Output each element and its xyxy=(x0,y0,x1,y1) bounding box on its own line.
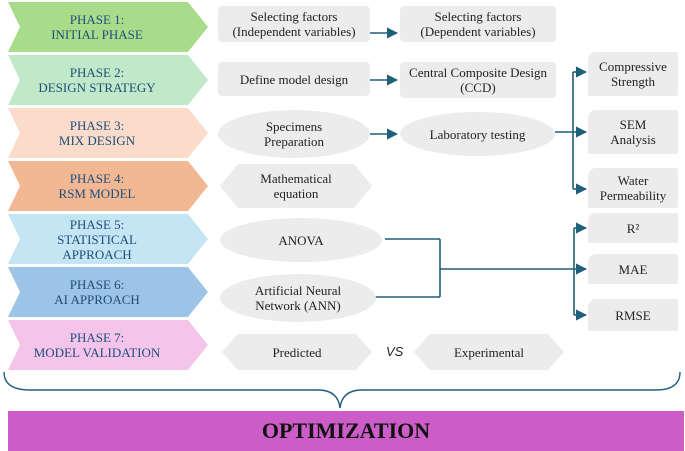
phase-title: RSM MODEL xyxy=(58,186,136,201)
hexagon-shape xyxy=(414,334,564,370)
phase-4-label: PHASE 4: RSM MODEL xyxy=(8,161,186,211)
phase-title: STATISTICAL xyxy=(57,231,137,247)
chevron-shape xyxy=(8,320,208,370)
hexagon-shape xyxy=(222,334,372,370)
selecting-independent-box: Selecting factors(Independent variables) xyxy=(218,6,370,42)
versus-label: VS xyxy=(386,344,404,359)
anova-ellipse: ANOVA xyxy=(220,218,382,262)
phase-5-chevron: PHASE 5: STATISTICAL APPROACH xyxy=(8,214,208,264)
phase-number: PHASE 3: xyxy=(69,118,125,133)
phase-7-chevron: PHASE 7: MODEL VALIDATION xyxy=(8,320,208,370)
laboratory-testing-ellipse: Laboratory testing xyxy=(400,112,555,156)
phase-number: PHASE 2: xyxy=(69,65,125,80)
phase-2-chevron: PHASE 2: DESIGN STRATEGY xyxy=(8,55,208,105)
phase-number: PHASE 1: xyxy=(69,12,125,27)
chevron-shape xyxy=(8,108,208,158)
ccd-box: Central Composite Design(CCD) xyxy=(400,62,556,98)
rmse-box: RMSE xyxy=(588,299,678,331)
phase-number: PHASE 7: xyxy=(69,330,125,345)
phase-6-label: PHASE 6: AI APPROACH xyxy=(8,267,186,317)
phase-number: PHASE 4: xyxy=(69,171,125,186)
phase-1-label: PHASE 1: INITIAL PHASE xyxy=(8,2,186,52)
define-model-box: Define model design xyxy=(218,62,370,96)
mae-box: MAE xyxy=(588,254,678,284)
r2-box: R² xyxy=(588,213,678,243)
phase-1-chevron: PHASE 1: INITIAL PHASE xyxy=(8,2,208,52)
optimization-label: OPTIMIZATION xyxy=(261,418,431,443)
phase-3-chevron: PHASE 3: MIX DESIGN xyxy=(8,108,208,158)
chevron-shape xyxy=(8,161,208,211)
predicted-hexagon: Predicted xyxy=(222,334,372,370)
chevron-shape xyxy=(8,55,208,105)
phase-7-label: PHASE 7: MODEL VALIDATION xyxy=(8,320,186,370)
optimization-curly-brace xyxy=(3,371,681,409)
chevron-shape xyxy=(8,267,208,317)
phase-title: MIX DESIGN xyxy=(58,133,136,148)
selecting-dependent-box: Selecting factors(Dependent variables) xyxy=(400,6,556,42)
chevron-shape xyxy=(8,214,208,264)
phase-6-chevron: PHASE 6: AI APPROACH xyxy=(8,267,208,317)
optimization-bar: OPTIMIZATION xyxy=(8,411,684,451)
phase-title: INITIAL PHASE xyxy=(51,27,143,42)
experimental-hexagon: Experimental xyxy=(414,334,564,370)
hexagon-shape xyxy=(220,164,372,208)
phase-title: DESIGN STRATEGY xyxy=(38,80,156,95)
phase-title: AI APPROACH xyxy=(54,292,140,307)
phase-4-chevron: PHASE 4: RSM MODEL xyxy=(8,161,208,211)
phase-2-label: PHASE 2: DESIGN STRATEGY xyxy=(8,55,186,105)
chevron-shape xyxy=(8,2,208,52)
phase-title-line2: APPROACH xyxy=(62,246,132,262)
phase-number: PHASE 5: xyxy=(69,216,125,232)
phase-3-label: PHASE 3: MIX DESIGN xyxy=(8,108,186,158)
phase-5-label: PHASE 5: STATISTICAL APPROACH xyxy=(8,214,186,264)
phase-title: MODEL VALIDATION xyxy=(33,345,161,360)
phase-number: PHASE 6: xyxy=(69,277,125,292)
